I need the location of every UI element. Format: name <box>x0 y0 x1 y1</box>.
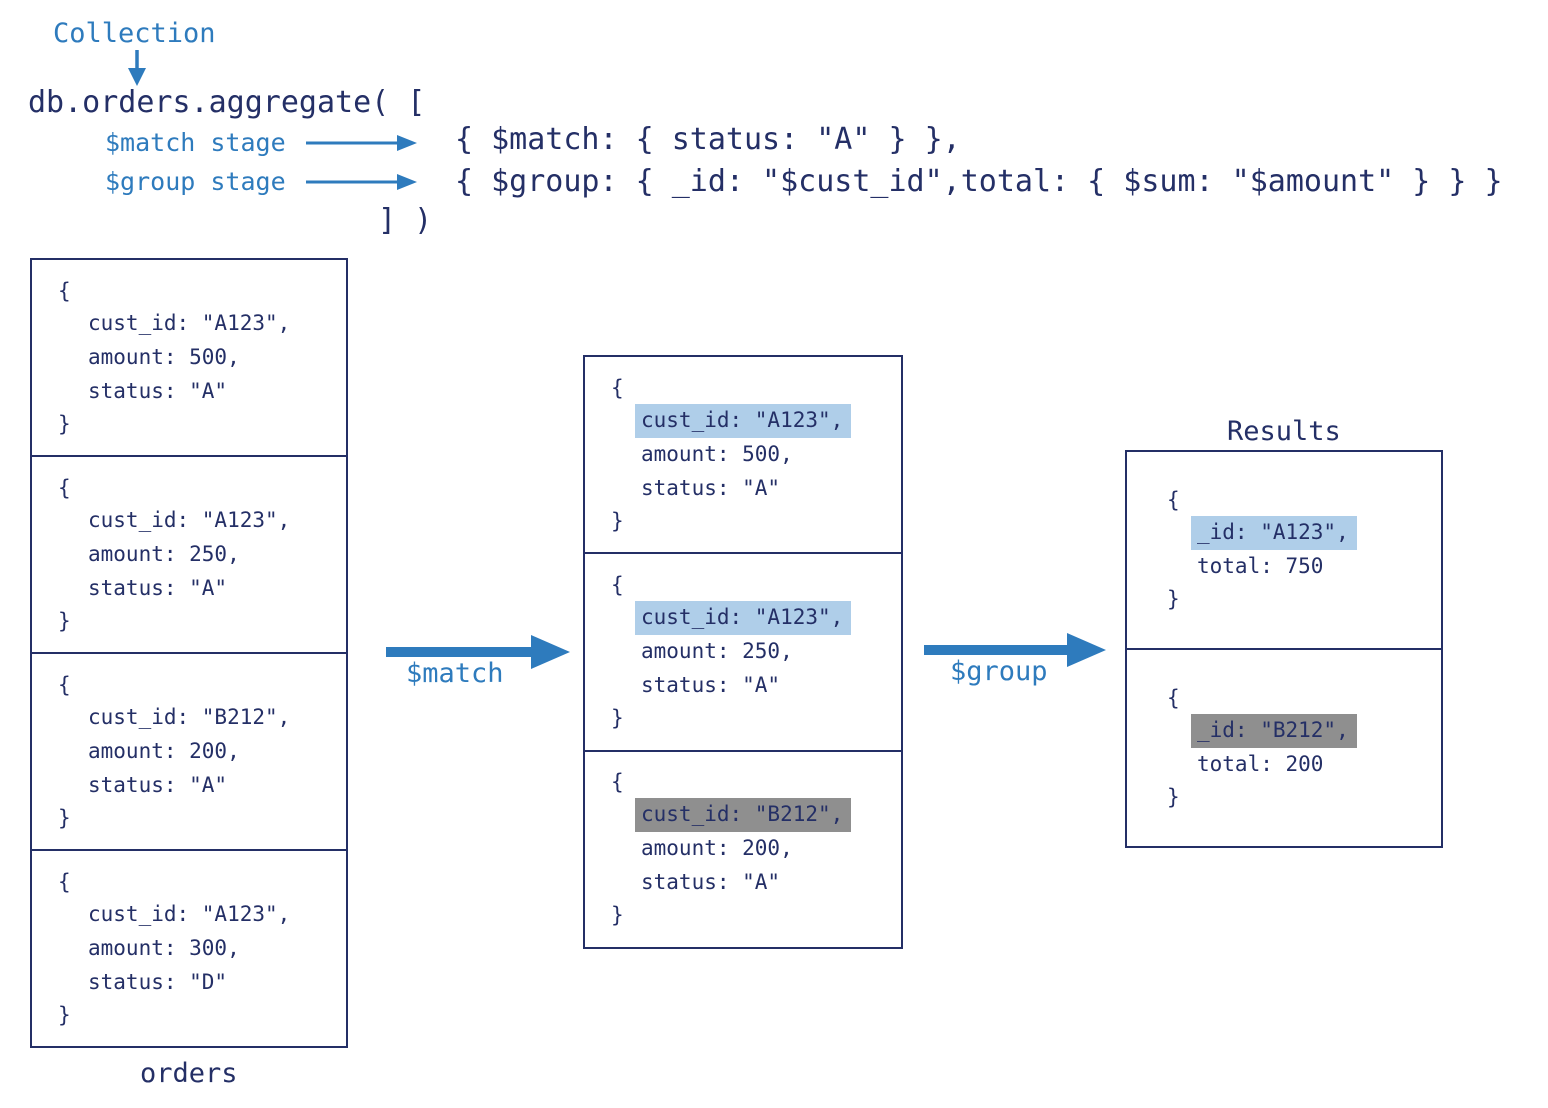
doc-field-cust-id: cust_id: "A123", <box>88 901 291 926</box>
results-box: { _id: "A123", total: 750 } { _id: "B212… <box>1125 450 1443 848</box>
doc-open-brace: { <box>58 869 71 894</box>
doc-field-cust-id-highlighted: cust_id: "B212", <box>635 798 901 833</box>
doc-field-total: total: 200 <box>1197 752 1324 776</box>
doc-field-id-highlighted: _id: "A123", <box>1191 516 1441 550</box>
doc-close-brace: } <box>611 508 624 533</box>
matched-document-2: { cust_id: "A123", amount: 250, status: … <box>585 552 901 749</box>
doc-open-brace: { <box>58 672 71 697</box>
matched-document-1: { cust_id: "A123", amount: 500, status: … <box>585 357 901 552</box>
order-document-3: { cust_id: "B212", amount: 200, status: … <box>32 652 346 849</box>
doc-field-amount: amount: 200, <box>641 836 793 861</box>
group-stage-pointer-arrow <box>306 174 417 190</box>
doc-field-status: status: "A" <box>641 672 781 697</box>
doc-field-status: status: "A" <box>641 475 781 500</box>
match-stage-label: $match stage <box>105 128 286 157</box>
result-document-2: { _id: "B212", total: 200 } <box>1127 648 1441 846</box>
order-document-1: { cust_id: "A123", amount: 500, status: … <box>32 260 346 455</box>
doc-close-brace: } <box>58 608 71 633</box>
order-document-2: { cust_id: "A123", amount: 250, status: … <box>32 455 346 652</box>
doc-close-brace: } <box>58 805 71 830</box>
results-title: Results <box>1227 416 1341 447</box>
doc-field-amount: amount: 500, <box>641 441 793 466</box>
group-stage-label: $group stage <box>105 167 286 196</box>
doc-open-brace: { <box>1167 686 1180 710</box>
doc-field-cust-id: cust_id: "A123", <box>88 507 291 532</box>
order-document-4: { cust_id: "A123", amount: 300, status: … <box>32 849 346 1046</box>
doc-close-brace: } <box>1167 785 1180 809</box>
match-flow-label: $match <box>406 658 504 689</box>
doc-field-cust-id-highlighted: cust_id: "A123", <box>635 403 901 438</box>
doc-field-amount: amount: 300, <box>88 935 240 960</box>
doc-field-total: total: 750 <box>1197 554 1324 578</box>
code-closing-bracket: ] ) <box>378 203 433 238</box>
doc-close-brace: } <box>58 411 71 436</box>
match-stage-pointer-arrow <box>306 135 417 151</box>
doc-close-brace: } <box>1167 587 1180 611</box>
code-aggregate-call: db.orders.aggregate( [ <box>28 85 426 120</box>
doc-open-brace: { <box>58 475 71 500</box>
doc-field-id-highlighted: _id: "B212", <box>1191 714 1441 748</box>
doc-open-brace: { <box>611 770 624 795</box>
orders-collection-box: { cust_id: "A123", amount: 500, status: … <box>30 258 348 1048</box>
doc-field-cust-id: cust_id: "A123", <box>88 310 291 335</box>
doc-field-cust-id-highlighted: cust_id: "A123", <box>635 600 901 635</box>
collection-pointer-arrow <box>128 50 146 86</box>
group-flow-label: $group <box>950 656 1048 687</box>
code-group-stage: { $group: { _id: "$cust_id",total: { $su… <box>455 164 1503 199</box>
doc-field-cust-id: cust_id: "B212", <box>88 704 291 729</box>
doc-field-amount: amount: 250, <box>88 541 240 566</box>
orders-box-caption: orders <box>140 1058 238 1089</box>
matched-document-3: { cust_id: "B212", amount: 200, status: … <box>585 749 901 947</box>
doc-field-amount: amount: 250, <box>641 638 793 663</box>
doc-field-status: status: "A" <box>88 575 228 600</box>
doc-open-brace: { <box>611 375 624 400</box>
code-match-stage: { $match: { status: "A" } }, <box>455 122 961 157</box>
doc-open-brace: { <box>58 278 71 303</box>
collection-label: Collection <box>53 18 216 49</box>
doc-field-status: status: "A" <box>641 870 781 895</box>
doc-field-amount: amount: 200, <box>88 738 240 763</box>
doc-open-brace: { <box>1167 488 1180 512</box>
doc-field-status: status: "D" <box>88 969 228 994</box>
doc-close-brace: } <box>611 705 624 730</box>
doc-field-status: status: "A" <box>88 378 228 403</box>
doc-close-brace: } <box>611 903 624 928</box>
doc-field-amount: amount: 500, <box>88 344 240 369</box>
doc-open-brace: { <box>611 572 624 597</box>
doc-close-brace: } <box>58 1002 71 1027</box>
result-document-1: { _id: "A123", total: 750 } <box>1127 452 1441 648</box>
doc-field-status: status: "A" <box>88 772 228 797</box>
matched-documents-box: { cust_id: "A123", amount: 500, status: … <box>583 355 903 949</box>
